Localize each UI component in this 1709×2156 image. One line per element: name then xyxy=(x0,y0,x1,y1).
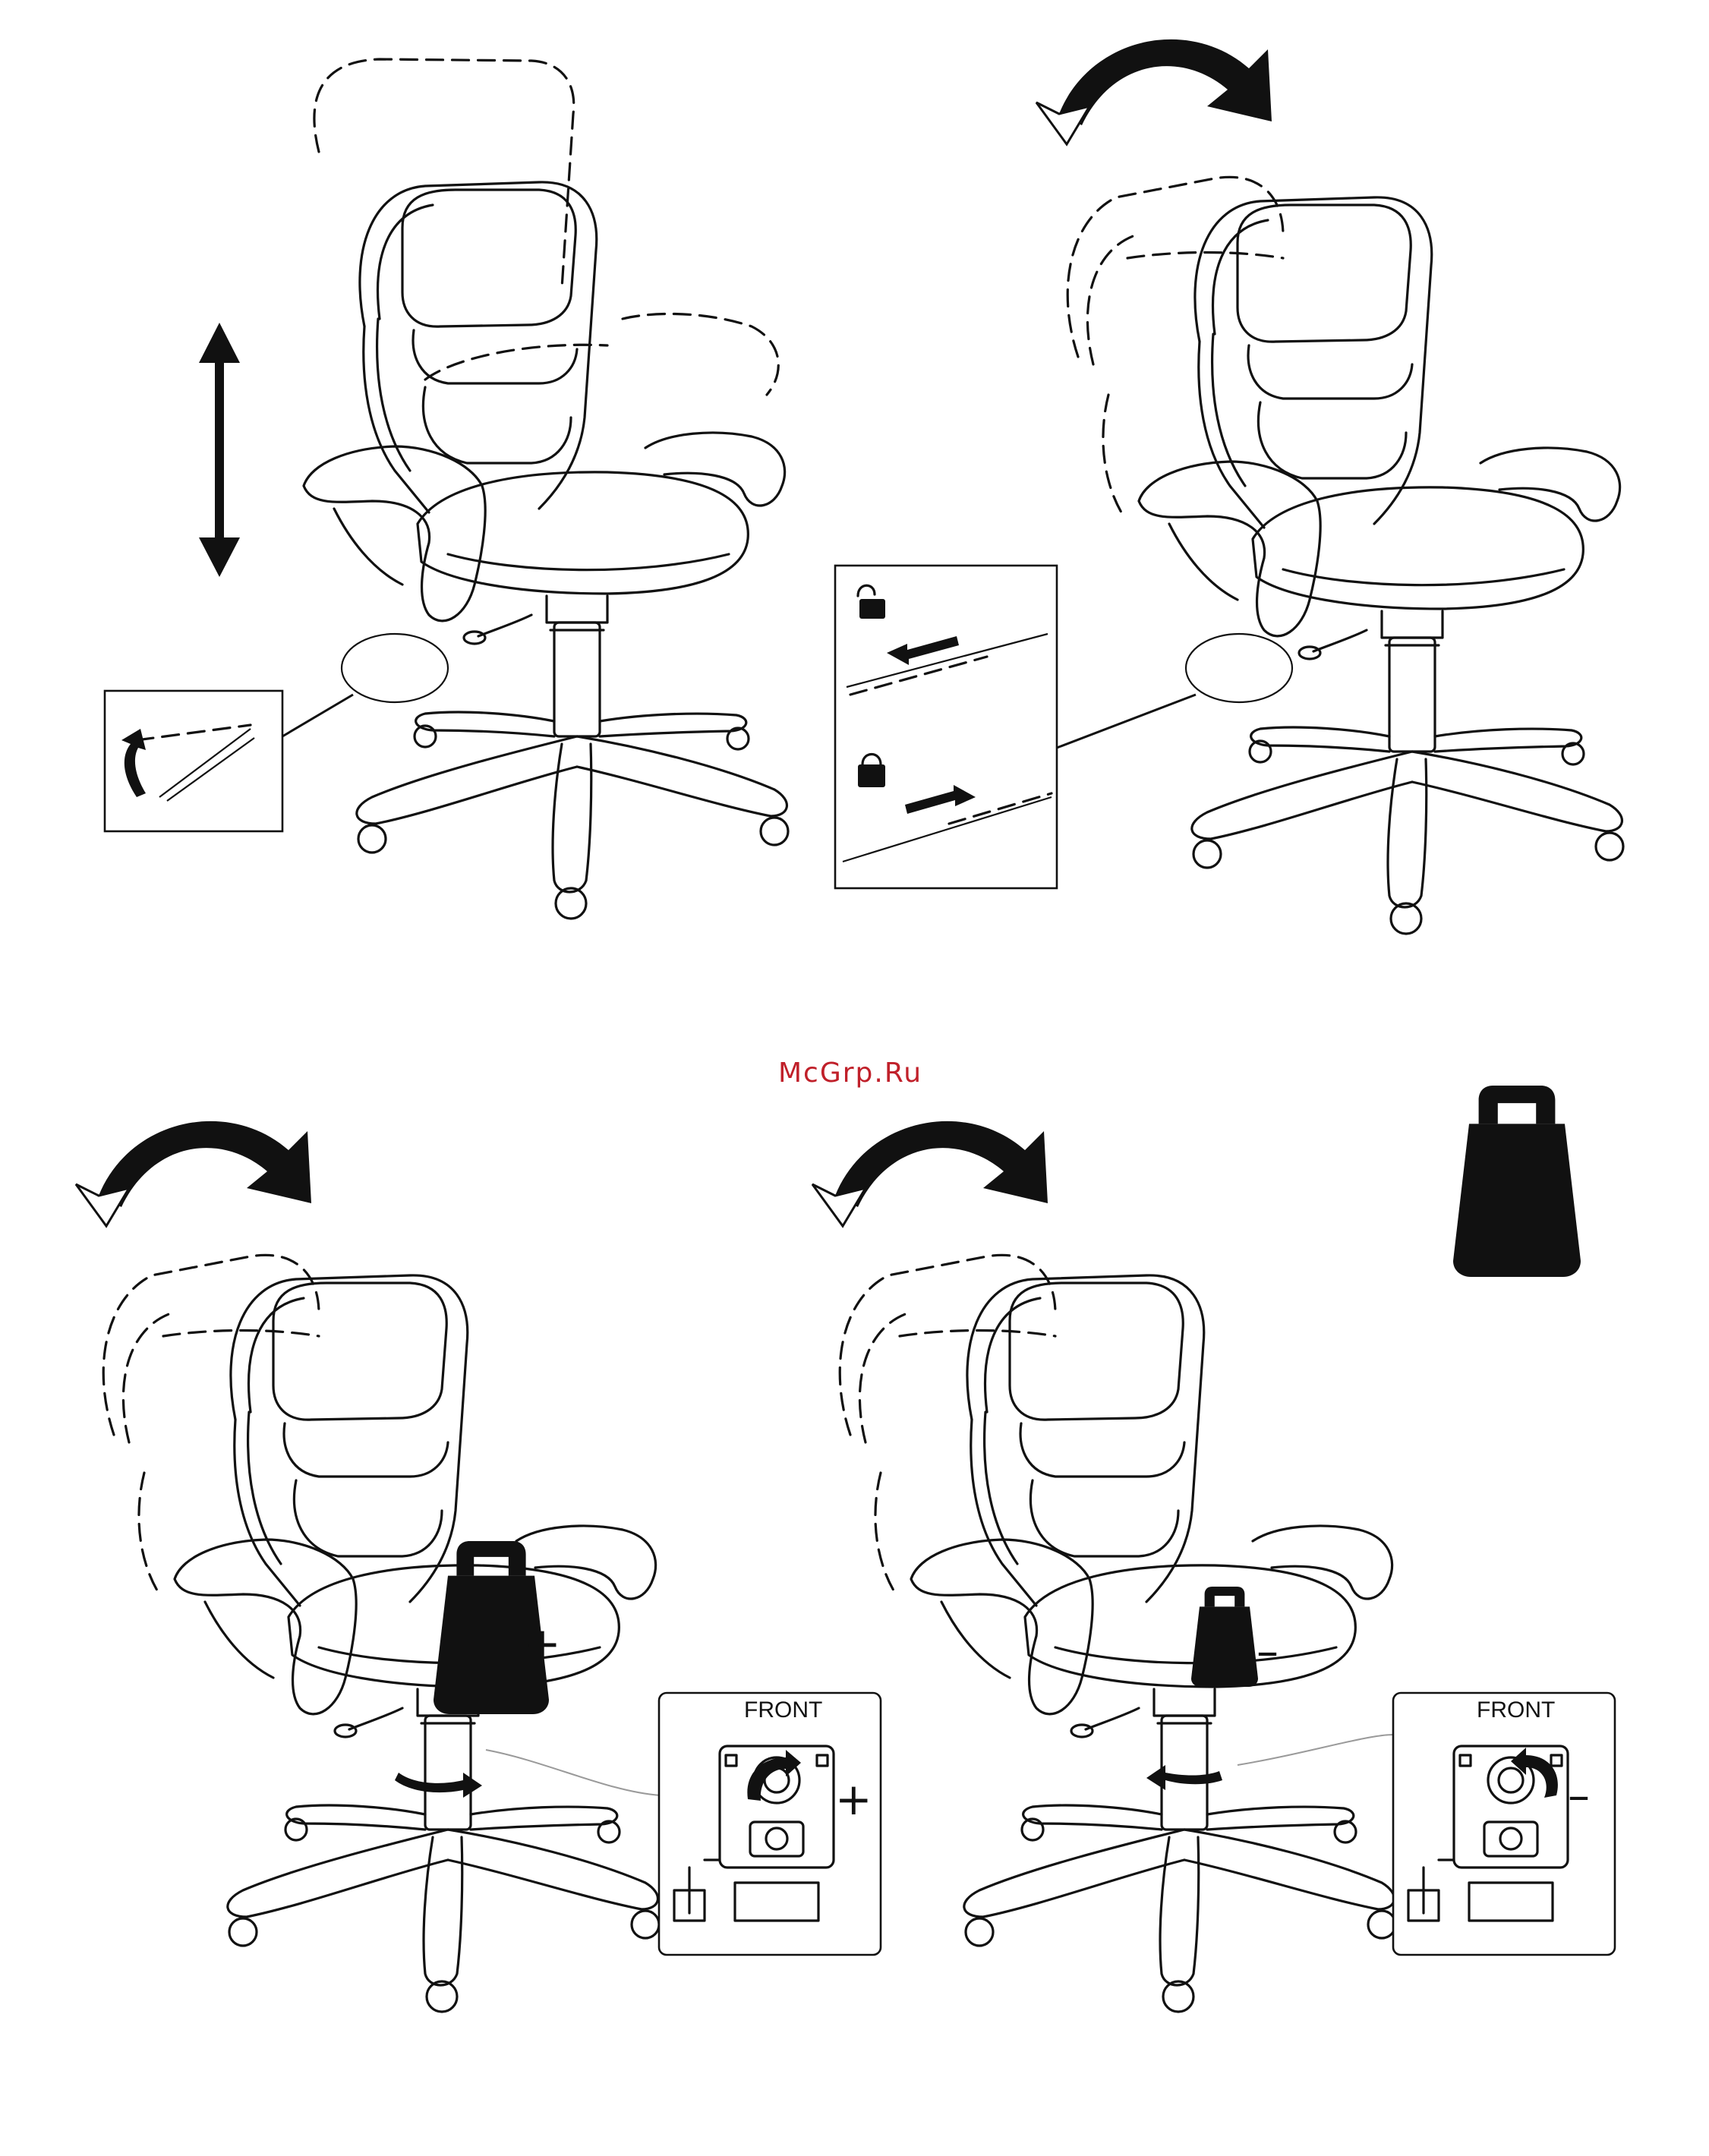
plus-sign-seat: + xyxy=(524,1618,561,1669)
rotate-counterclockwise-icon xyxy=(1146,1765,1222,1790)
rotate-clockwise-icon xyxy=(395,1773,482,1798)
lever-callout-circle-2 xyxy=(1186,634,1292,702)
up-down-arrow-icon xyxy=(199,323,240,577)
tilt-arrow-icon-3 xyxy=(76,1121,311,1226)
front-label: FRONT xyxy=(744,1697,822,1723)
raised-ghost-outline xyxy=(314,59,778,395)
tilt-arrow-icon xyxy=(1036,39,1272,144)
mechanism-inset-box-2 xyxy=(1393,1693,1615,1955)
tilt-arrow-icon-4 xyxy=(812,1121,1048,1226)
plus-sign-mechanism: + xyxy=(835,1773,872,1825)
weight-icon-legend xyxy=(1453,1086,1581,1277)
panel-tension-increase: + FRONT + xyxy=(76,1121,881,2012)
minus-sign-seat: – xyxy=(1257,1625,1279,1677)
lever-callout-circle xyxy=(342,634,448,702)
watermark: McGrp.Ru xyxy=(778,1058,922,1089)
minus-sign-mechanism: – xyxy=(1568,1770,1590,1821)
panel-tilt-lock xyxy=(835,39,1623,934)
weight-icon-small xyxy=(1191,1587,1258,1687)
front-label-2: FRONT xyxy=(1477,1697,1555,1723)
panel-height-adjust xyxy=(105,59,788,919)
